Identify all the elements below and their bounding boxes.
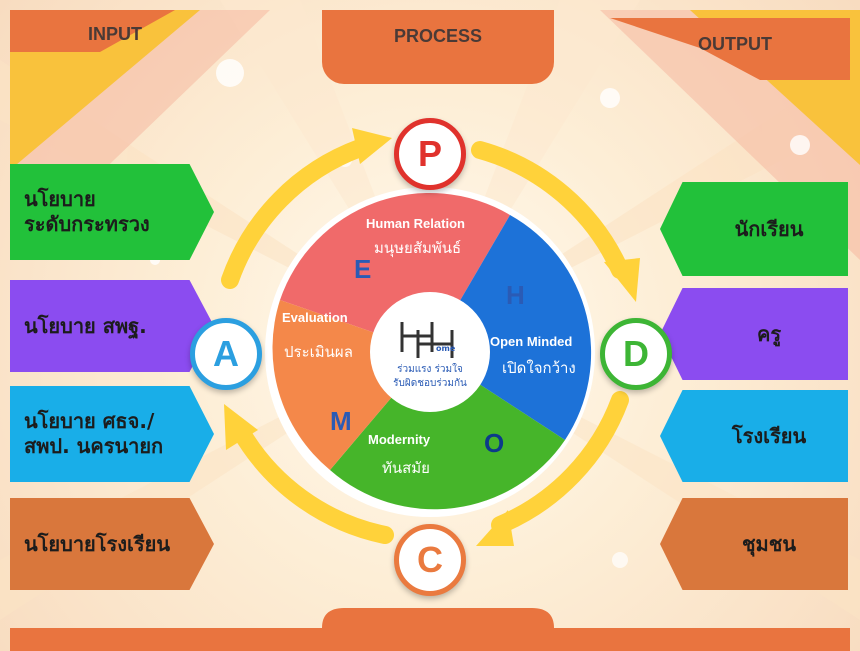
output-community: ชุมชน [660, 498, 848, 590]
badge-h-icon: H [506, 280, 525, 310]
cycle-p-circle: P [394, 118, 466, 190]
cycle-d-letter: D [623, 333, 649, 374]
open-minded-en: Open Minded [490, 334, 573, 349]
cycle-a-circle: A [190, 318, 262, 390]
output-teachers: ครู [660, 288, 848, 380]
badge-e-icon: E [354, 254, 372, 284]
cycle-a-letter: A [213, 333, 239, 374]
evaluation-th: ประเมินผล [284, 343, 353, 361]
process-header-box: PROCESS [322, 10, 554, 84]
evaluation-en: Evaluation [282, 310, 348, 325]
input-policy-obec: นโยบาย สพฐ. [10, 280, 214, 372]
output-community-label: ชุมชน [741, 532, 796, 556]
input-policy-provincial: นโยบาย ศธจ./สพป. นครนายก [10, 386, 214, 482]
badge-m-icon: M [330, 406, 352, 436]
center-logo-sub: ome [436, 344, 456, 353]
output-school-label: โรงเรียน [731, 424, 807, 448]
cycle-d-circle: D [600, 318, 672, 390]
input-policy-school: นโยบายโรงเรียน [10, 498, 214, 590]
cycle-c-letter: C [417, 539, 443, 580]
input-policy-provincial-line2: สพป. นครนายก [24, 434, 164, 458]
output-students: นักเรียน [660, 182, 848, 276]
input-policy-ministry-line1: นโยบาย [24, 187, 96, 211]
human-relation-en: Human Relation [366, 216, 465, 231]
center-motto-line2: รับผิดชอบร่วมกัน [393, 378, 467, 389]
badge-o-icon: O [484, 428, 505, 458]
input-policy-obec-label: นโยบาย สพฐ. [24, 313, 147, 338]
input-policy-ministry-line2: ระดับกระทรวง [24, 212, 150, 236]
cycle-p-letter: P [417, 133, 442, 174]
input-header: INPUT [88, 24, 142, 44]
output-students-label: นักเรียน [734, 217, 804, 241]
output-teachers-label: ครู [756, 322, 782, 346]
output-school: โรงเรียน [660, 390, 848, 482]
open-minded-th: เปิดใจกว้าง [502, 359, 576, 377]
modernity-en: Modernity [368, 432, 431, 447]
input-policy-school-label: นโยบายโรงเรียน [24, 531, 170, 556]
modernity-th: ทันสมัย [382, 459, 430, 477]
process-header: PROCESS [393, 26, 483, 46]
output-header: OUTPUT [698, 34, 772, 54]
input-policy-ministry: นโยบายระดับกระทรวง [10, 164, 214, 260]
human-relation-th: มนุษยสัมพันธ์ [374, 239, 462, 257]
input-policy-provincial-line1: นโยบาย ศธจ./ [24, 409, 155, 433]
center-motto-line1: ร่วมแรง ร่วมใจ [397, 364, 463, 375]
cycle-c-circle: C [394, 524, 466, 596]
